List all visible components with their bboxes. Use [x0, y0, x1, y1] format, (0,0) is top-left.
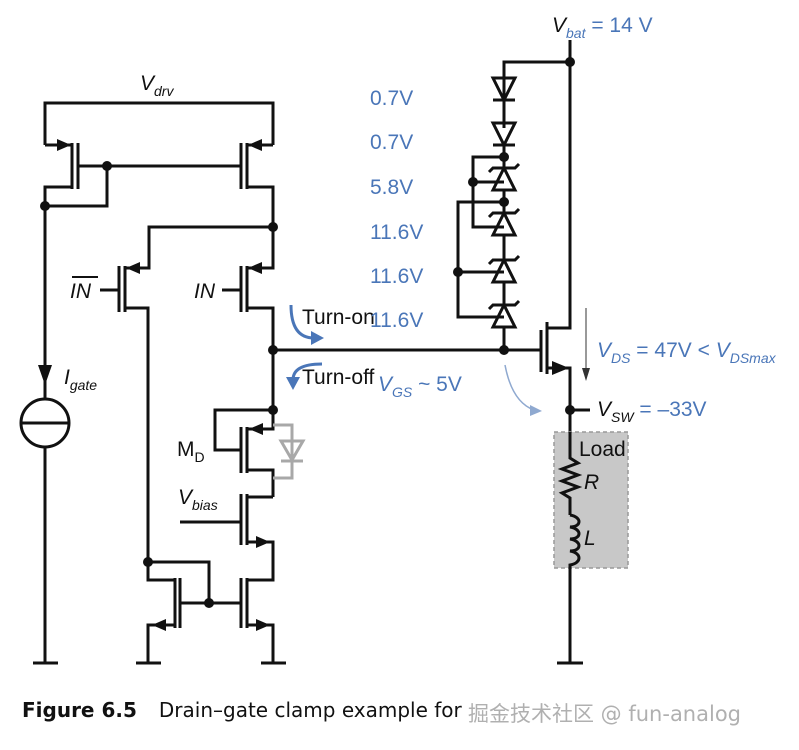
svg-text:Turn-off: Turn-off: [302, 366, 375, 389]
clamp-diode-stack: [453, 70, 521, 355]
turn-on-arrow: Turn-on: [289, 304, 375, 345]
junction-dot: [102, 161, 112, 171]
pmos-mirror-left: [40, 139, 241, 211]
clamp-voltage-labels: 0.7V 0.7V 5.8V 11.6V 11.6V 11.6V: [370, 87, 423, 332]
vds-arrow: [582, 308, 590, 381]
pmos-mirror-right: [239, 139, 275, 227]
vds-label: VDS = 47V < VDSmax: [597, 339, 777, 366]
vbat-rail: Vbat = 14 V: [502, 14, 653, 350]
vbias-label: Vbias: [178, 486, 218, 513]
svg-text:0.7V: 0.7V: [370, 131, 413, 154]
md-transistor: MD: [177, 350, 278, 497]
svg-text:11.6V: 11.6V: [370, 309, 423, 332]
figure-number: Figure 6.5: [22, 698, 137, 722]
current-source: Igate: [19, 206, 97, 665]
nmos-mirror: [136, 557, 286, 665]
pmos-in: IN: [194, 227, 275, 350]
svg-text:11.6V: 11.6V: [370, 265, 423, 288]
nmos-vbias: Vbias: [178, 486, 275, 582]
load-box: Load R L: [553, 431, 629, 665]
vbat-label: Vbat = 14 V: [552, 14, 653, 41]
svg-text:Load: Load: [579, 438, 626, 461]
caption-text: Drain–gate clamp example for: [158, 698, 462, 722]
in-label: IN: [194, 280, 216, 303]
vdrv-label: Vdrv: [140, 72, 174, 99]
svg-text:5.8V: 5.8V: [370, 176, 413, 199]
vgs-label: VGS ~ 5V: [378, 373, 462, 400]
svg-text:Turn-on: Turn-on: [302, 306, 375, 329]
inductor: [557, 513, 583, 665]
power-mosfet: [504, 322, 590, 455]
circuit-diagram: Vdrv IN IN Turn-on Turn-off: [19, 14, 777, 665]
turn-off-arrow: Turn-off: [286, 362, 375, 390]
svg-text:L: L: [584, 527, 596, 550]
svg-text:0.7V: 0.7V: [370, 87, 413, 110]
vdrv-rail: Vdrv: [43, 72, 275, 145]
figure-caption: Figure 6.5 Drain–gate clamp example for: [22, 698, 462, 722]
igate-label: Igate: [64, 366, 97, 393]
body-diode: [273, 423, 306, 480]
svg-text:11.6V: 11.6V: [370, 221, 423, 244]
resistor: [557, 432, 583, 515]
pmos-in-bar: IN: [70, 225, 273, 562]
md-label: MD: [177, 438, 205, 465]
svg-text:R: R: [584, 471, 599, 494]
in-bar-label: IN: [70, 280, 92, 303]
arrow-down-icon: [38, 365, 52, 385]
watermark: 掘金技术社区 @ fun-analog: [468, 702, 741, 726]
vsw-label: VSW = –33V: [597, 398, 707, 425]
